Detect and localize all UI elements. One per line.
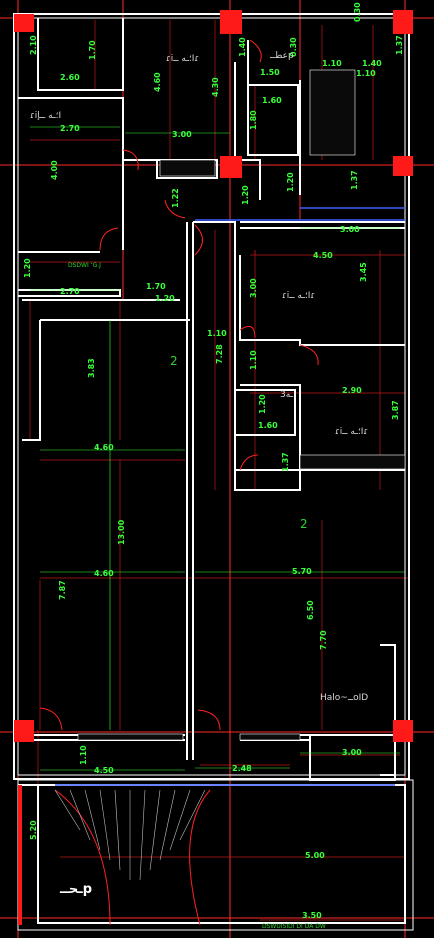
dim-1-60-c: 1.60 [258, 421, 278, 430]
walls [13, 13, 414, 931]
dim-1-20-a: 1.20 [241, 185, 250, 205]
dim-2-60: 2.60 [60, 73, 80, 82]
dim-4-50-b: 4.50 [94, 766, 114, 775]
dim-1-20-e: 1.20 [258, 394, 267, 414]
room-label-bath: 3ـه [280, 390, 294, 400]
dim-1-10-e: 1.10 [79, 745, 88, 765]
dim-2-70-b: 2.70 [60, 287, 80, 296]
dim-1-40: 1.40 [238, 37, 247, 57]
room-label-garden: ـحــp [59, 882, 92, 897]
dim-1-60-a: 1.60 [262, 96, 282, 105]
dim-3-00-a: 3.00 [172, 130, 192, 139]
dim-2-70-a: 2.70 [60, 124, 80, 133]
dim-1-40-b: 1.40 [362, 59, 382, 68]
dim-1-10-b: 1.10 [356, 69, 376, 78]
room-label-bedroom-right-1: ɾi؛ـه ــIɾ [282, 291, 315, 301]
dim-1-80: 1.80 [249, 110, 258, 130]
dim-0-20: 0.30 [353, 2, 362, 22]
blue-lines [55, 207, 405, 786]
dim-4-50: 4.50 [313, 251, 333, 260]
dim-1-70: 1.70 [88, 40, 97, 60]
dim-3-00-b: 3.00 [340, 225, 360, 234]
dim-4-00: 4.00 [50, 160, 59, 180]
dim-2-48: 2.48 [232, 764, 252, 773]
dim-1-20-b: 1.20 [286, 172, 295, 192]
unit-number-2-b: 2 [300, 517, 308, 531]
dim-1-20-d: 1.20 [155, 294, 175, 303]
note-wc: DSDWI ‘G.J [68, 262, 101, 269]
dim-7-87: 7.87 [58, 580, 67, 600]
dim-1-22: 1.22 [171, 188, 180, 208]
doors [39, 39, 319, 926]
dim-4-60-b: 4.60 [94, 443, 114, 452]
dim-3-50: 3.50 [302, 911, 322, 920]
room-labels: ɾi؛ـه ــIɾ ɾi؛ـه ــإI ɾi؛ـه ــIɾ ɾi؛ـه ـ… [30, 51, 368, 930]
dim-2-90: 2.90 [342, 386, 362, 395]
dim-1-10-c: 1.10 [207, 329, 227, 338]
dim-7-70: 7.70 [319, 630, 328, 650]
dim-1-20-c: 1.20 [23, 258, 32, 278]
dim-1-10-a: 1.10 [322, 59, 342, 68]
dim-1-58: 1.50 [260, 68, 280, 77]
dim-13-00: 13.00 [117, 519, 126, 545]
footer-note: DSWUISIDI DI DA DW [262, 923, 326, 930]
room-label-hall: Halo~ــoID [320, 693, 368, 703]
dim-3-00-d: 3.00 [342, 748, 362, 757]
dim-0-30: 0.30 [289, 37, 298, 57]
unit-number-2-a: 2 [170, 354, 178, 368]
dim-1-37-b: 1.37 [281, 452, 290, 472]
dim-1-37-a: 1.37 [350, 170, 359, 190]
dim-4-60-c: 4.60 [94, 569, 114, 578]
dim-3-87: 3.87 [391, 400, 400, 420]
dim-3-00-c: 3.00 [249, 278, 258, 298]
room-label-bedroom-left: ɾi؛ـه ــإI [30, 111, 61, 121]
columns [14, 10, 413, 925]
dimension-lines [30, 126, 405, 771]
dim-4-30: 4.30 [211, 77, 220, 97]
dim-6-50: 6.50 [306, 600, 315, 620]
dimension-labels: 2.10 1.70 2.60 4.60 4.30 1.40 0.30 1.50 … [23, 2, 404, 920]
dim-3-45: 3.45 [359, 262, 368, 282]
dim-3-83: 3.83 [87, 358, 96, 378]
dim-2-10: 2.10 [29, 35, 38, 55]
room-label-bedroom-right-2: ɾi؛ـه ــIɾ [335, 427, 368, 437]
dim-5-70: 5.70 [292, 567, 312, 576]
dim-1-70-b: 1.70 [146, 282, 166, 291]
dim-5-00: 5.00 [305, 851, 325, 860]
room-label-bedroom-top: ɾi؛ـه ــIɾ [166, 54, 199, 64]
dim-7-28: 7.28 [215, 344, 224, 364]
dim-5-20: 5.20 [29, 820, 38, 840]
dim-1-10-d: 1.10 [249, 350, 258, 370]
room-label-kitchen: عطــp [269, 51, 294, 61]
dim-4-60-top: 4.60 [153, 72, 162, 92]
dim-1-30: 1.37 [395, 35, 404, 55]
stairs [77, 159, 406, 741]
